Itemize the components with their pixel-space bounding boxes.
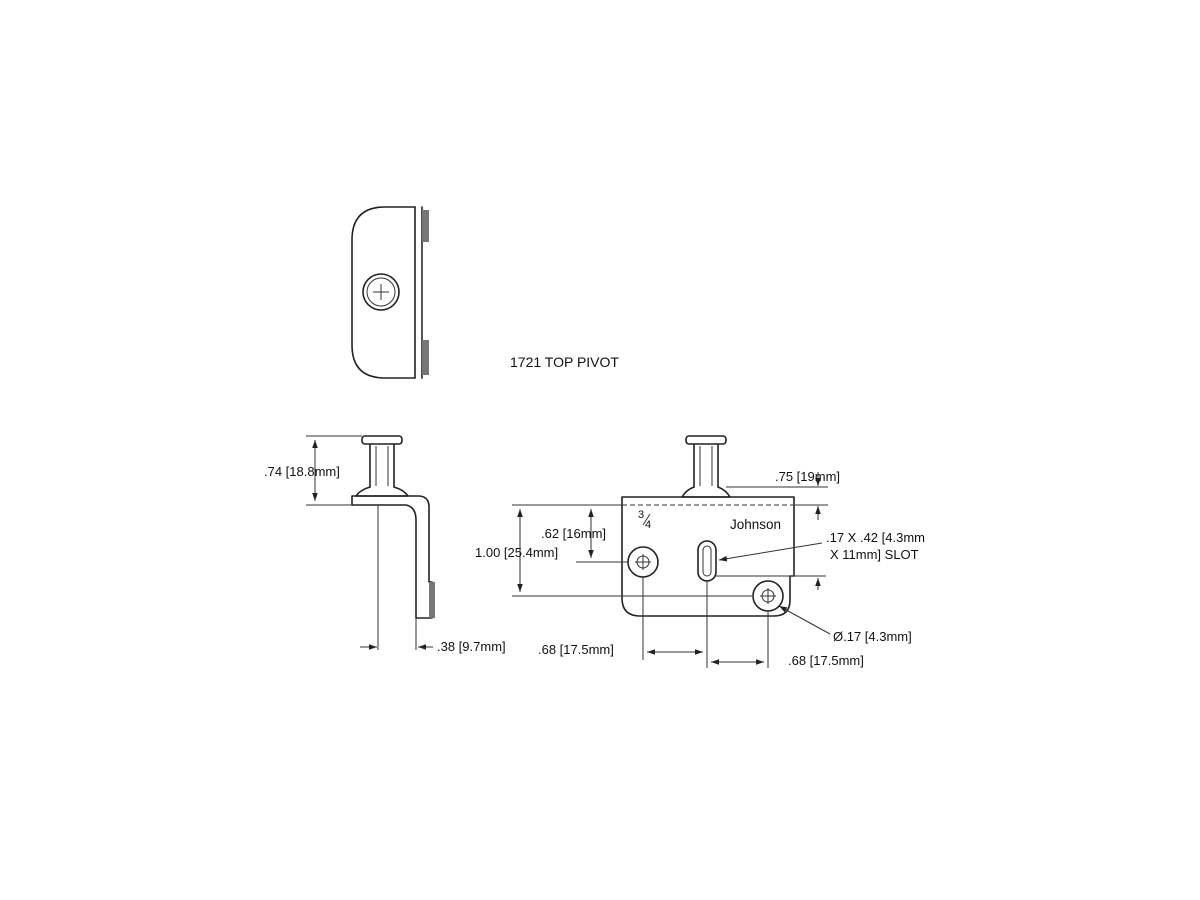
- front-view: [512, 435, 831, 668]
- dim-leg-thickness: .38 [9.7mm]: [437, 639, 506, 654]
- dim-plate-height: 1.00 [25.4mm]: [475, 545, 558, 560]
- slot-leader: [718, 542, 823, 562]
- dim-hole-diameter: Ø.17 [4.3mm]: [833, 629, 912, 644]
- mounting-hole-right-icon: [752, 580, 784, 612]
- brand-mark: Johnson: [730, 517, 781, 532]
- front-plate-outline: [621, 496, 795, 617]
- top-view-tab-upper: [422, 210, 429, 242]
- dim-spacing-left: .68 [17.5mm]: [538, 642, 614, 657]
- dim-slot-line1: .17 X .42 [4.3mm: [826, 530, 925, 545]
- dim-pin-offset: .75 [19mm]: [775, 469, 840, 484]
- slot-icon: [697, 540, 717, 582]
- side-bracket-profile: [351, 495, 433, 619]
- dim-spacing-right: .68 [17.5mm]: [788, 653, 864, 668]
- front-pin-cap: [685, 435, 727, 445]
- side-tab: [429, 582, 435, 618]
- fraction-numerator: 3: [638, 509, 644, 521]
- side-view: [306, 435, 435, 650]
- side-pin-flange: [355, 486, 409, 497]
- top-view-outline: [351, 206, 416, 379]
- side-pin-cap: [361, 435, 403, 445]
- fraction-denominator: 4: [645, 519, 651, 531]
- dim-slot-line2: X 11mm] SLOT: [830, 547, 919, 562]
- dim-hole-height: .62 [16mm]: [541, 526, 606, 541]
- dim-pin-height: .74 [18.8mm]: [264, 464, 340, 479]
- screw-head-icon: [362, 273, 400, 311]
- top-view: [351, 206, 429, 379]
- top-view-tab-lower: [422, 340, 429, 375]
- drawing-title: 1721 TOP PIVOT: [510, 354, 619, 370]
- hole-leader: [778, 605, 831, 635]
